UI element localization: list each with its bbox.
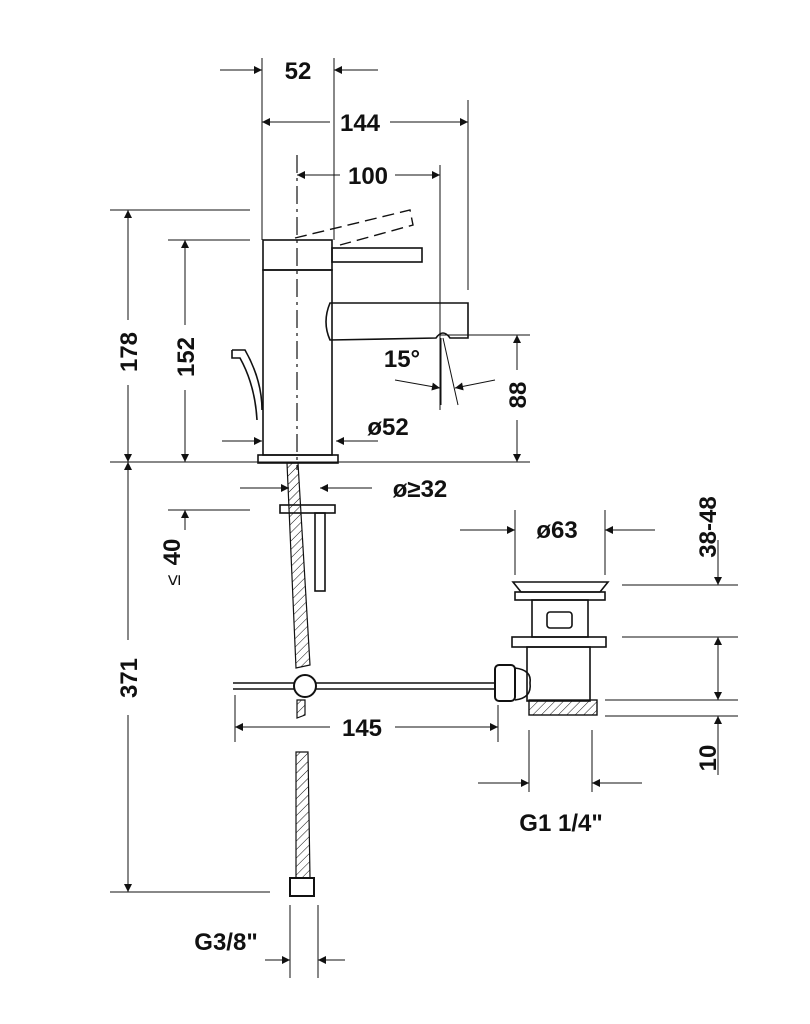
dim-waste-thread: G1 1/4" [519,810,602,837]
dim-spout-height: 88 [505,382,532,409]
extension-lines [110,58,738,978]
dim-waste-thread-length: 10 [695,745,722,772]
dim-hose-length: 371 [116,658,143,698]
dim-max-deck-thickness: 40 [159,539,186,566]
dim-lever-offset: 52 [285,58,312,85]
dim-spout-angle: 15° [384,346,420,373]
hoses [233,462,495,897]
dim-rod-length: 145 [342,715,382,742]
dim-total-height: 178 [116,332,143,372]
dim-body-diameter: ø52 [367,414,408,441]
dim-waste-diameter: ø63 [536,517,577,544]
faucet-body [231,155,469,470]
dim-waste-range: 38-48 [695,496,722,557]
dim-lever-height: 152 [173,337,200,377]
dim-overall-depth: 144 [340,110,381,137]
dimension-arrows [124,66,722,964]
dim-hose-thread: G3/8" [194,929,257,956]
pop-up-waste [494,581,610,716]
dim-hole-diameter: ø≥32 [393,476,448,503]
dim-max-deck-symbol: ≤ [163,574,185,585]
dim-spout-projection: 100 [348,163,388,190]
